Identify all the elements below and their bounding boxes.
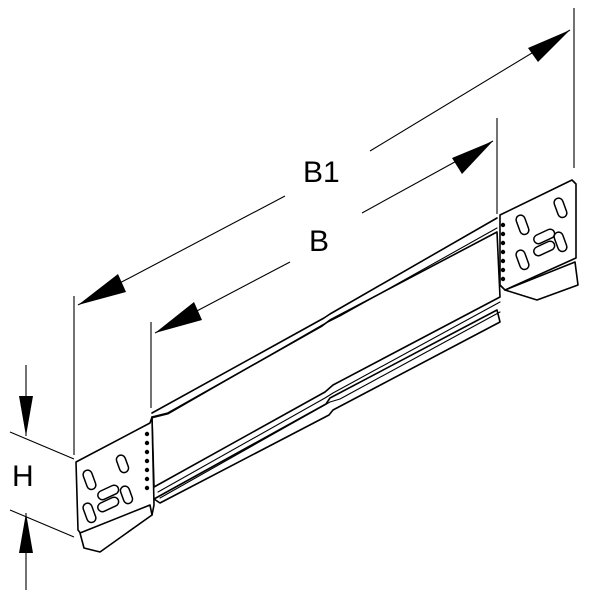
dimension-b1: B1	[73, 8, 575, 455]
slot-hole-icon	[82, 502, 97, 524]
left-end-plate	[75, 416, 155, 536]
web-top-edge	[151, 217, 498, 414]
h-arrow-top	[19, 396, 33, 436]
left-perforation-row	[144, 431, 150, 491]
b-arrow-left	[155, 302, 202, 333]
web-top-edge-inner	[151, 227, 498, 419]
slot-hole-icon	[97, 484, 120, 501]
left-plate-holes	[82, 454, 134, 524]
h-label: H	[12, 460, 34, 493]
main-web-face	[151, 231, 501, 488]
slot-hole-icon	[533, 228, 556, 245]
b1-arrow-right	[528, 30, 570, 62]
slot-hole-icon	[553, 197, 568, 219]
slot-hole-icon	[515, 214, 530, 236]
b1-arrow-left	[78, 274, 126, 305]
b-label: B	[309, 225, 329, 258]
slot-hole-icon	[82, 469, 97, 491]
reducer-plate	[75, 179, 579, 553]
h-extension-bottom	[9, 509, 75, 538]
web-fold-line	[157, 301, 501, 493]
web-fold-line-2	[159, 311, 501, 499]
slot-hole-icon	[115, 454, 130, 474]
left-foot-flange	[79, 504, 153, 553]
right-perforation-row	[500, 222, 506, 282]
slot-hole-icon	[515, 249, 530, 271]
slot-hole-icon	[119, 485, 134, 505]
h-extension-top	[9, 431, 75, 460]
b1-label: B1	[303, 156, 340, 189]
h-arrow-bottom	[19, 513, 33, 553]
slot-hole-icon	[97, 496, 120, 513]
dimension-b: B	[150, 118, 498, 408]
lower-web-face	[153, 309, 501, 504]
dimension-h: H	[9, 365, 75, 590]
b-arrow-right	[452, 141, 493, 174]
right-foot-flange	[504, 261, 579, 301]
right-plate-holes	[515, 197, 568, 271]
slot-hole-icon	[533, 240, 556, 257]
slot-hole-icon	[553, 231, 568, 253]
